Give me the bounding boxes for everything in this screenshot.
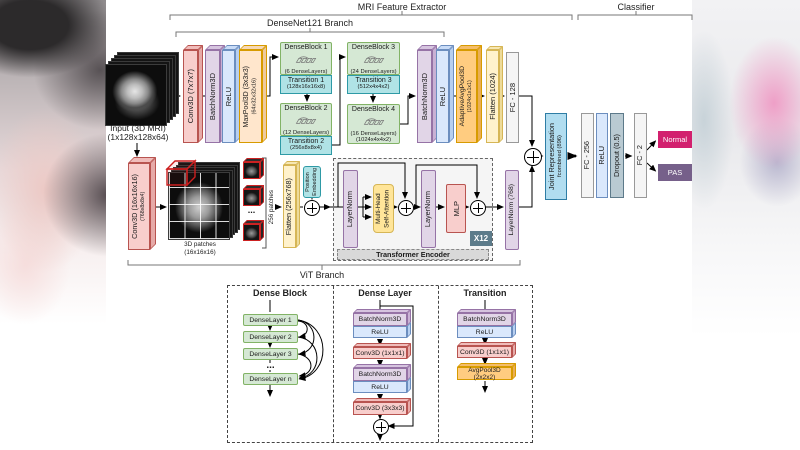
legend-tr-relu: ReLU [457, 326, 512, 338]
legend-title-dense-layer: Dense Layer [358, 288, 412, 298]
layernorm-768-layer: LayerNorm (768) [505, 170, 519, 250]
transition-1: Transition 1 (128x16x16x8) [280, 75, 332, 94]
maxpool3d-layer: MaxPool3D (3x3x3)(64x32x32x16) [239, 50, 262, 143]
batchnorm3d-layer: BatchNorm3D [205, 50, 220, 143]
flatten-256x768-layer: Flatten (256x768) [283, 165, 296, 248]
transformer-encoder-title: Transformer Encoder [337, 249, 489, 260]
x12-repeat-badge: X12 [470, 231, 492, 246]
legend-dl-batchnorm-1: BatchNorm3D [353, 313, 407, 326]
patch-ellipsis: ... [247, 205, 256, 215]
legend-denselayer-2: DenseLayer 2 [243, 331, 298, 343]
mri-slice-image [105, 64, 167, 126]
legend-denselayer-1: DenseLayer 1 [243, 314, 298, 326]
layernorm-1: LayerNorm [343, 170, 358, 248]
denseblock-3: DenseBlock 3 (24 DenseLayers) [347, 42, 400, 75]
mlp-layer: MLP [446, 184, 466, 233]
flatten-1024-layer: Flatten (1024) [486, 50, 499, 143]
fc-256-layer: FC - 256 [581, 113, 594, 198]
adaptiveavgpool3d-layer: AdaptiveAvgPool3D(1024x1x1x1) [456, 50, 477, 143]
legend-dl-batchnorm-2: BatchNorm3D [353, 368, 407, 381]
legend-divider-2 [438, 286, 439, 442]
fc-2-layer: FC - 2 [634, 113, 647, 198]
legend-divider-1 [333, 286, 334, 442]
legend-title-dense-block: Dense Block [252, 288, 308, 298]
patch-cube-2 [243, 189, 260, 206]
highlight-patch-cube-icon [165, 159, 197, 187]
legend-denselayer-n: DenseLayer n [243, 373, 298, 385]
legend-dl-relu-2: ReLU [353, 381, 407, 393]
blurred-background-left [0, 0, 106, 450]
input-label: Input (3D MRI) (1x128x128x64) [107, 123, 169, 143]
relu-layer: ReLU [222, 50, 235, 143]
classifier-relu-layer: ReLU [596, 113, 608, 198]
fc-128-layer: FC - 128 [506, 52, 519, 143]
patches-image-stack [168, 162, 240, 240]
batchnorm3d-layer-2: BatchNorm3D [417, 50, 432, 143]
add-node-dense-layer-skip [373, 419, 389, 435]
transition-2: Transition 2 (256x8x8x4) [280, 136, 332, 155]
add-node-branch-merge [524, 148, 542, 166]
section-label-mri-feature-extractor: MRI Feature Extractor [357, 2, 447, 12]
patch-count-label: 256 patches [267, 189, 275, 225]
dropout-layer: Dropout (0.5) [610, 113, 624, 198]
patches-caption: 3D patches (16x16x16) [184, 241, 216, 256]
conv3d-16x16x16-layer: Conv3D (16x16x16)(768x8x8x4) [128, 163, 150, 250]
conv3d-7x7x7-layer: Conv3D (7x7x7) [183, 50, 198, 143]
transition-3: Transition 3 (512x4x4x2) [347, 75, 400, 94]
input-mri-stack [105, 52, 183, 128]
denseblock-2: DenseBlock 2 (12 DenseLayers) [280, 103, 332, 136]
legend-denselayer-3: DenseLayer 3 [243, 348, 298, 360]
denseblock-1: DenseBlock 1 (6 DenseLayers) [280, 42, 332, 75]
patch-cube-1 [243, 162, 260, 179]
patch-grid-image [168, 172, 230, 240]
legend-dl-conv-1x1x1: Conv3D (1x1x1) [353, 347, 407, 359]
section-label-densenet-branch: DenseNet121 Branch [266, 18, 354, 28]
denseblock-4: DenseBlock 4 (16 DenseLayers) (1024x4x4x… [347, 104, 400, 144]
legend-dl-conv-3x3x3: Conv3D (3x3x3) [353, 402, 407, 415]
output-class-pas: PAS [658, 164, 692, 181]
legend-title-transition: Transition [463, 288, 507, 298]
blurred-background-right [692, 0, 800, 450]
legend-tr-batchnorm: BatchNorm3D [457, 313, 512, 326]
section-label-classifier: Classifier [617, 2, 655, 12]
patch-cube-3 [243, 224, 260, 241]
dense-block-icon [363, 118, 384, 125]
add-node-position-embedding [304, 200, 320, 216]
section-label-vit-branch: ViT Branch [299, 270, 345, 280]
legend-dl-relu-1: ReLU [353, 326, 407, 338]
legend-tr-avgpool: AvgPool3D (2x2x2) [457, 367, 512, 381]
add-node-mlp-skip [470, 200, 486, 216]
legend-denselayer-ellipsis: ... [266, 359, 275, 371]
dense-block-icon [363, 56, 384, 63]
output-class-normal: Normal [658, 131, 692, 148]
layernorm-2: LayerNorm [421, 170, 436, 248]
dense-block-icon [295, 117, 317, 124]
relu-layer-2: ReLU [436, 50, 449, 143]
dense-block-icon [295, 56, 317, 63]
legend-tr-conv-1x1x1: Conv3D (1x1x1) [457, 346, 512, 358]
add-node-attention-skip [398, 200, 414, 216]
